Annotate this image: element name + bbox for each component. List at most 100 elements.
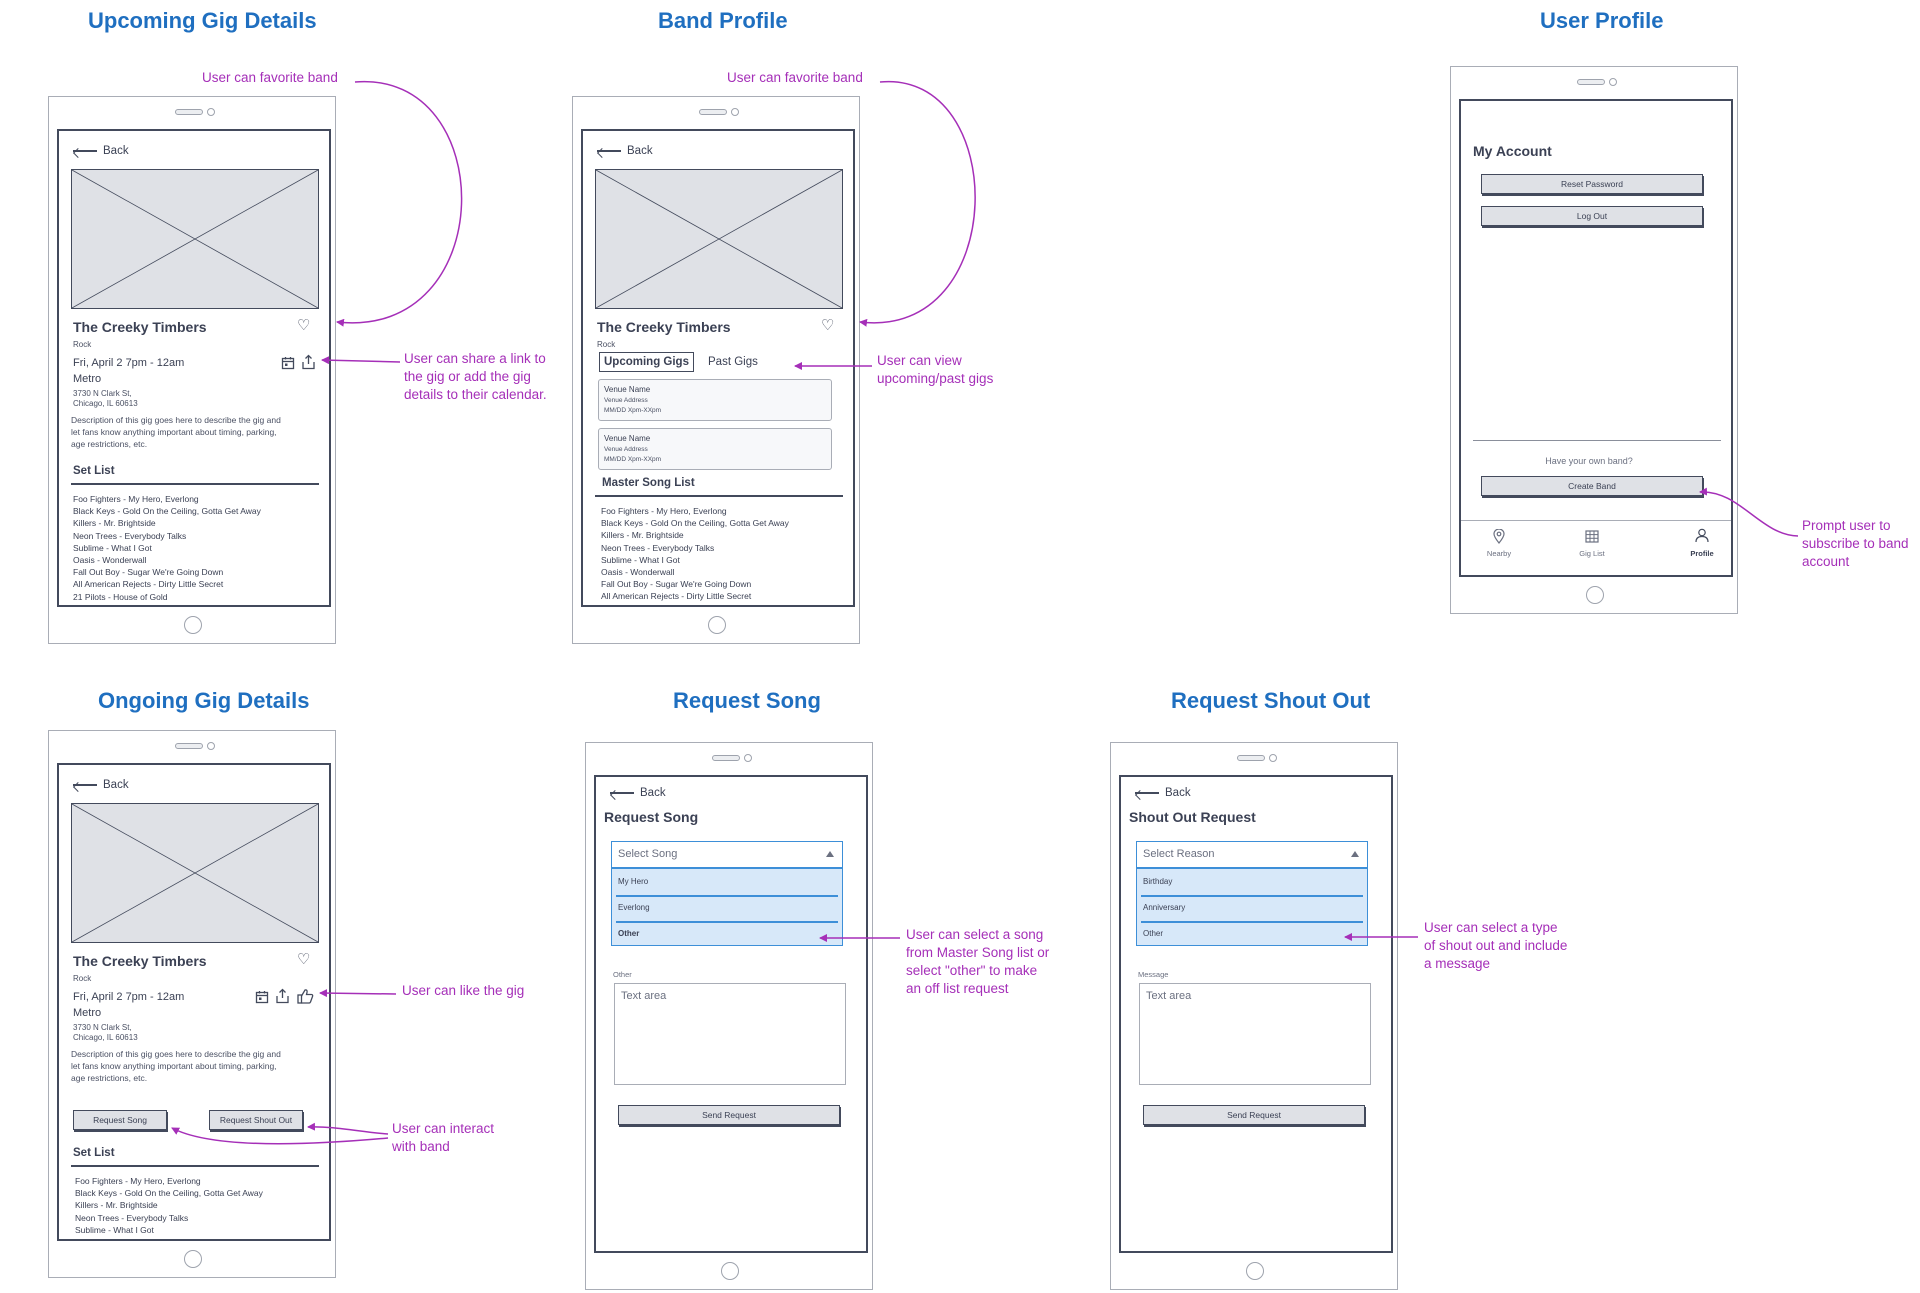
create-band-button[interactable]: Create Band — [1481, 476, 1703, 496]
phone-band-profile: Back The Creeky Timbers ♡ Rock Upcoming … — [572, 96, 860, 644]
note-favorite-band: User can favorite band — [202, 70, 338, 85]
back-label: Back — [103, 145, 129, 157]
song-item: Oasis - Wonderwall — [73, 555, 147, 566]
option-other[interactable]: Other — [1143, 929, 1164, 938]
calendar-icon[interactable] — [255, 990, 269, 1004]
song-item: Killers - Mr. Brightside — [601, 530, 684, 541]
option-birthday[interactable]: Birthday — [1143, 877, 1173, 886]
gig-description: Description of this gig goes here to des… — [71, 415, 281, 449]
select-reason-dropdown[interactable]: Select Reason — [1136, 841, 1368, 868]
back-link[interactable]: Back — [610, 787, 666, 799]
request-shout-out-button[interactable]: Request Shout Out — [209, 1110, 303, 1130]
divider — [71, 483, 319, 485]
camera — [207, 108, 215, 116]
heart-icon[interactable]: ♡ — [821, 317, 835, 334]
other-textarea[interactable]: Text area — [614, 983, 846, 1085]
message-textarea[interactable]: Text area — [1139, 983, 1371, 1085]
set-list-title: Set List — [73, 465, 115, 477]
tab-past-gigs[interactable]: Past Gigs — [708, 356, 758, 368]
camera — [1609, 78, 1617, 86]
back-label: Back — [103, 779, 129, 791]
screen-band-profile: Back The Creeky Timbers ♡ Rock Upcoming … — [581, 129, 855, 607]
camera — [1269, 754, 1277, 762]
calendar-icon[interactable] — [281, 356, 295, 370]
title-request-song: Request Song — [673, 688, 821, 713]
tab-upcoming-gigs[interactable]: Upcoming Gigs — [599, 352, 694, 372]
back-link[interactable]: Back — [1135, 787, 1191, 799]
song-item: Foo Fighters - My Hero, Everlong — [73, 494, 199, 504]
back-arrow-icon — [73, 150, 97, 152]
speaker — [175, 109, 203, 115]
song-item: Oasis - Wonderwall — [601, 567, 675, 578]
request-song-button[interactable]: Request Song — [73, 1110, 167, 1130]
option-my-hero[interactable]: My Hero — [618, 877, 649, 886]
band-name: The Creeky Timbers — [73, 953, 207, 969]
song-item: Foo Fighters - My Hero, Everlong — [601, 506, 727, 516]
genre: Rock — [597, 340, 616, 349]
address-line-1: 3730 N Clark St, — [73, 1023, 132, 1032]
title-request-shout-out: Request Shout Out — [1171, 688, 1371, 713]
home-button — [184, 1250, 202, 1268]
nav-nearby[interactable]: Nearby — [1486, 549, 1512, 558]
grid-list-icon[interactable] — [1585, 530, 1599, 543]
back-link[interactable]: Back — [73, 145, 129, 157]
heart-icon[interactable]: ♡ — [297, 317, 311, 334]
back-arrow-icon — [73, 784, 97, 786]
message-label: Message — [1138, 970, 1169, 979]
map-pin-icon[interactable] — [1493, 529, 1505, 544]
option-other[interactable]: Other — [618, 929, 640, 938]
camera — [731, 108, 739, 116]
back-link[interactable]: Back — [597, 145, 653, 157]
nav-gig-list[interactable]: Gig List — [1579, 549, 1605, 558]
option-everlong[interactable]: Everlong — [618, 903, 650, 912]
band-name: The Creeky Timbers — [597, 319, 731, 335]
speaker — [1237, 755, 1265, 761]
song-item: All American Rejects - Dirty Little Secr… — [73, 579, 224, 590]
song-item: Neon Trees - Everybody Talks — [601, 542, 715, 553]
chevron-up-icon — [1351, 851, 1359, 857]
back-label: Back — [627, 145, 653, 157]
speaker — [699, 109, 727, 115]
song-item: All American Rejects - Dirty Little Secr… — [601, 591, 752, 602]
screen-upcoming-gig: Back The Creeky Timbers ♡ Rock Fri, Apri… — [57, 129, 331, 607]
heart-icon[interactable]: ♡ — [297, 951, 311, 968]
nav-profile[interactable]: Profile — [1690, 549, 1714, 558]
title-user-profile: User Profile — [1540, 8, 1664, 33]
title-ongoing-gig-details: Ongoing Gig Details — [98, 688, 310, 713]
send-request-button[interactable]: Send Request — [1143, 1105, 1365, 1125]
back-link[interactable]: Back — [73, 779, 129, 791]
share-icon[interactable] — [275, 988, 290, 1004]
reason-options: Birthday Anniversary Other — [1136, 868, 1368, 946]
back-arrow-icon — [1135, 792, 1159, 794]
phone-upcoming-gig: Back The Creeky Timbers ♡ Rock Fri, Apri… — [48, 96, 336, 644]
master-song-list-title: Master Song List — [602, 477, 695, 489]
camera — [744, 754, 752, 762]
own-band-prompt: Have your own band? — [1545, 456, 1633, 466]
divider — [71, 1165, 319, 1167]
band-image-placeholder — [71, 169, 319, 309]
select-song-dropdown[interactable]: Select Song — [611, 841, 843, 868]
reset-password-button[interactable]: Reset Password — [1481, 174, 1703, 194]
screen-request-shout-out: Back Shout Out Request Select Reason Bir… — [1119, 775, 1393, 1253]
option-anniversary[interactable]: Anniversary — [1143, 903, 1186, 912]
back-label: Back — [640, 787, 666, 799]
nav-divider — [1461, 520, 1731, 521]
genre: Rock — [73, 340, 92, 349]
connector-favorite-2 — [859, 81, 976, 327]
venue-name: Metro — [73, 1007, 102, 1019]
genre: Rock — [73, 974, 92, 983]
address-line-2: Chicago, IL 60613 — [73, 1033, 138, 1042]
divider — [595, 495, 843, 497]
song-item: Fall Out Boy - Sugar We're Going Down — [73, 567, 224, 578]
share-icon[interactable] — [301, 354, 316, 370]
thumbs-up-icon[interactable] — [297, 988, 314, 1004]
send-request-button[interactable]: Send Request — [618, 1105, 840, 1125]
screen-request-song: Back Request Song Select Song My Hero Ev… — [594, 775, 868, 1253]
log-out-button[interactable]: Log Out — [1481, 206, 1703, 226]
person-icon[interactable] — [1695, 528, 1709, 543]
